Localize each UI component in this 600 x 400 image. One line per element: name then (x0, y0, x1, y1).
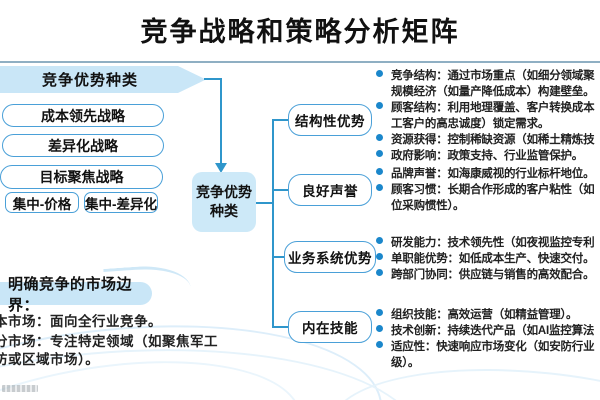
strategy-box-cost-leadership: 成本领先战略 (2, 104, 164, 127)
strategy-label: 目标聚焦战略 (39, 169, 124, 185)
center-node-competitive-advantage-types: 竞争优势 种类 (192, 172, 256, 232)
bullet-text: 顾客习惯：长期合作形成的客户粘性（如 (391, 184, 595, 196)
bullet-line: 资源获得：控制稀缺资源（如稀土精炼技 (376, 131, 600, 147)
bullet-dot-icon (376, 237, 383, 244)
bullet-group-internal-skills: 组织技能：高效运营（如精益管理）。 技术创新：持续迭代产品（如AI监控算法 适应… (376, 306, 600, 370)
category-label: 良好声誉 (302, 184, 358, 199)
bottom-panel-header-banner: 明确竞争的市场边界： (0, 276, 152, 314)
bullet-dot-icon (376, 309, 383, 316)
market-line-segment-continuation: 防或区域市场）。 (0, 352, 100, 367)
focus-option-price: 集中-价格 (5, 192, 79, 213)
connector-trunk-vertical (272, 119, 274, 328)
arrow-down-icon (215, 163, 227, 173)
category-box-internal-skills: 内在技能 (288, 311, 372, 343)
bullet-dot-icon (376, 184, 383, 191)
left-panel-header-label: 竞争优势种类 (41, 72, 138, 89)
title-divider (0, 61, 600, 63)
center-node-line1: 竞争优势 (196, 184, 252, 200)
market-line-segment: 分市场：专注特定领域（如聚焦军工 (0, 334, 218, 349)
bottom-panel-header-label: 明确竞争的市场边界： (8, 275, 133, 314)
bullet-line: 顾客习惯：长期合作形成的客户粘性（如 (376, 181, 600, 197)
bullet-text: 单职能优势：如低成本生产、快速交付。 (391, 253, 595, 265)
connector-banner-horizontal (204, 78, 222, 80)
bullet-text: 跨部门协同：供应链与销售的高效配合。 (391, 269, 595, 281)
category-label: 业务系统优势 (288, 251, 372, 266)
bullet-line-continuation: 级）。 (376, 354, 600, 370)
bullet-line: 适应性：快速响应市场变化（如安防行业 (376, 338, 600, 354)
bullet-text: 组织技能：高效运营（如精益管理）。 (391, 309, 578, 321)
connector-stub-1 (273, 119, 288, 121)
bullet-text: 顾客结构：利用地理覆盖、客户转换成本 (391, 102, 595, 114)
bullet-text: 政府影响：政策支持、行业监管保护。 (391, 150, 584, 162)
market-line-whole: 本市场：面向全行业竞争。 (0, 314, 162, 329)
bullet-line-continuation: 位采购惯性）。 (376, 197, 600, 213)
bullet-line: 组织技能：高效运营（如精益管理）。 (376, 306, 600, 322)
bullet-text: 位采购惯性）。 (391, 200, 465, 212)
bullet-text: 竞争结构：通过市场重点（如细分领域聚 (391, 70, 595, 82)
bullet-dot-icon (376, 70, 383, 77)
connector-banner-vertical (220, 78, 222, 166)
bullet-line: 竞争结构：通过市场重点（如细分领域聚 (376, 67, 600, 83)
bullet-line: 单职能优势：如低成本生产、快速交付。 (376, 250, 600, 266)
bullet-line: 政府影响：政策支持、行业监管保护。 (376, 147, 600, 163)
bullet-group-business-system: 研发能力：技术领先性（如夜视监控专利 单职能优势：如低成本生产、快速交付。 跨部… (376, 234, 600, 282)
bullet-line: 品牌声誉：如海康威视的行业标杆地位。 (376, 165, 600, 181)
bullet-text: 品牌声誉：如海康威视的行业标杆地位。 (391, 168, 595, 180)
bullet-dot-icon (376, 269, 383, 276)
bullet-line: 研发能力：技术领先性（如夜视监控专利 (376, 234, 600, 250)
left-panel-header-banner: 竞争优势种类 (0, 66, 206, 93)
strategy-label: 差异化战略 (48, 137, 118, 154)
strategy-box-focus: 目标聚焦战略 (0, 165, 163, 189)
bullet-dot-icon (376, 341, 383, 348)
watermark-smudge (2, 385, 38, 392)
bullet-text: 适应性：快速响应市场变化（如安防行业 (391, 341, 595, 353)
bullet-group-reputation: 品牌声誉：如海康威视的行业标杆地位。 顾客习惯：长期合作形成的客户粘性（如 位采… (376, 165, 600, 213)
focus-option-label: 集中-价格 (12, 196, 72, 212)
bullet-text: 技术创新：持续迭代产品（如AI监控算法 (391, 325, 595, 337)
bullet-dot-icon (376, 150, 383, 157)
bullet-group-structural: 竞争结构：通过市场重点（如细分领域聚 规模经济（如量产降低成本）构建壁垒。 顾客… (376, 67, 600, 163)
bullet-dot-icon (376, 102, 383, 109)
bullet-text: 工客户的高忠诚度）锁定需求。 (391, 118, 550, 130)
bullet-text: 级）。 (391, 357, 420, 369)
bullet-line-continuation: 工客户的高忠诚度）锁定需求。 (376, 115, 600, 131)
focus-option-differentiation: 集中-差异化 (84, 192, 158, 213)
strategy-label: 成本领先战略 (41, 107, 125, 124)
bullet-line: 技术创新：持续迭代产品（如AI监控算法 (376, 322, 600, 338)
bullet-dot-icon (376, 253, 383, 260)
bullet-text: 资源获得：控制稀缺资源（如稀土精炼技 (391, 134, 595, 146)
connector-stub-4 (273, 326, 288, 328)
bullet-line-continuation: 规模经济（如量产降低成本）构建壁垒。 (376, 83, 600, 99)
bullet-dot-icon (376, 134, 383, 141)
category-box-structural-advantage: 结构性优势 (288, 104, 372, 136)
page-title: 竞争战略和策略分析矩阵 (140, 17, 460, 47)
category-label: 结构性优势 (295, 114, 365, 129)
category-box-good-reputation: 良好声誉 (288, 174, 372, 206)
bullet-dot-icon (376, 325, 383, 332)
focus-option-label: 集中-差异化 (85, 196, 157, 212)
connector-stub-3 (273, 256, 288, 258)
connector-stub-2 (273, 189, 288, 191)
bullet-dot-icon (376, 168, 383, 175)
category-box-business-system-advantage: 业务系统优势 (284, 241, 376, 273)
bullet-text: 规模经济（如量产降低成本）构建壁垒。 (391, 86, 595, 98)
connector-node-to-trunk (256, 202, 273, 204)
bullet-text: 研发能力：技术领先性（如夜视监控专利 (391, 237, 595, 249)
bullet-line: 跨部门协同：供应链与销售的高效配合。 (376, 266, 600, 282)
category-label: 内在技能 (302, 321, 358, 336)
strategy-box-differentiation: 差异化战略 (2, 134, 164, 157)
bullet-line: 顾客结构：利用地理覆盖、客户转换成本 (376, 99, 600, 115)
center-node-line2: 种类 (210, 203, 238, 219)
